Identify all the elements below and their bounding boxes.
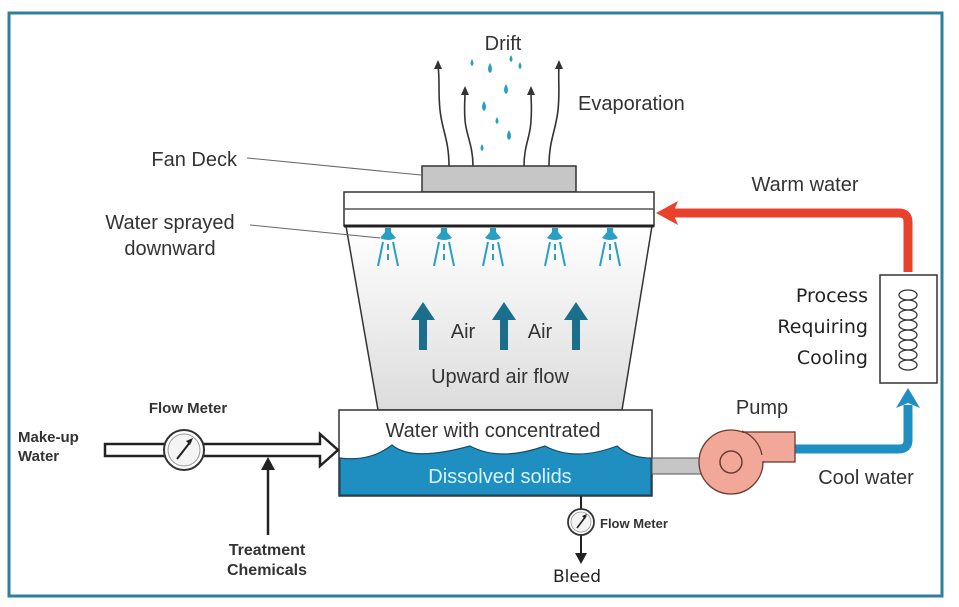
cool-water-arrowhead-icon xyxy=(896,388,920,408)
makeup-water-label-2: Water xyxy=(18,448,59,465)
water-sprayed-label-1: Water sprayed xyxy=(105,212,234,234)
warm-water-label: Warm water xyxy=(751,174,858,196)
arrowhead-icon xyxy=(555,60,563,69)
process-label-1: Process xyxy=(796,285,868,307)
warm-water-arrowhead-icon xyxy=(656,201,678,225)
treatment-label-1: Treatment xyxy=(229,542,306,559)
cool-water-label: Cool water xyxy=(818,467,914,489)
fan-deck-label: Fan Deck xyxy=(151,149,238,171)
pump-icon xyxy=(698,429,796,495)
droplet-icon xyxy=(507,130,511,140)
evaporation-label: Evaporation xyxy=(578,93,685,115)
spray-nozzle-icon xyxy=(599,228,621,267)
basin-label-bottom: Dissolved solids xyxy=(428,466,571,488)
drift-droplets xyxy=(470,55,522,151)
spray-nozzle-icon xyxy=(544,228,566,267)
suction-pipe xyxy=(651,457,703,475)
air-label-1: Air xyxy=(451,321,476,343)
arrowhead-icon xyxy=(434,60,442,69)
process-box xyxy=(879,274,938,384)
droplet-icon xyxy=(470,59,474,66)
evaporation-arrow xyxy=(548,65,560,167)
droplet-icon xyxy=(495,117,499,124)
droplet-icon xyxy=(509,55,513,62)
pump-label: Pump xyxy=(736,397,788,419)
makeup-water-label-1: Make-up xyxy=(18,429,79,446)
air-arrow-icon xyxy=(564,302,588,350)
bleed-flow-meter-gauge-icon xyxy=(567,508,595,536)
arrowhead-icon xyxy=(527,86,535,95)
evaporation-arrow xyxy=(437,65,450,167)
bleed-arrowhead-icon xyxy=(575,553,587,564)
droplet-icon xyxy=(488,63,492,73)
basin-label-top: Water with concentrated xyxy=(386,420,601,442)
spray-leader xyxy=(249,224,381,239)
diagram-frame xyxy=(7,11,944,598)
cool-water-pipe xyxy=(795,405,913,454)
spray-nozzles xyxy=(377,228,621,267)
fan-deck-leader xyxy=(246,157,422,176)
makeup-pipe xyxy=(103,431,340,469)
fan-deck xyxy=(421,165,577,193)
treatment-arrowhead-icon xyxy=(261,457,275,470)
arrowhead-icon xyxy=(461,86,469,95)
bleed-flow-meter-label: Flow Meter xyxy=(600,516,668,531)
process-label-2: Requiring xyxy=(777,316,868,338)
warm-water-pipe xyxy=(672,208,913,272)
treatment-label-2: Chemicals xyxy=(227,562,307,579)
process-label-3: Cooling xyxy=(797,347,868,369)
water-sprayed-label-2: downward xyxy=(124,238,215,260)
droplet-icon xyxy=(518,62,522,69)
flow-meter-gauge-icon xyxy=(163,429,205,471)
droplet-icon xyxy=(482,101,486,111)
makeup-flow-meter-label: Flow Meter xyxy=(149,400,228,417)
air-arrow-icon xyxy=(411,302,435,350)
air-arrows xyxy=(411,302,588,350)
drift-label: Drift xyxy=(485,33,522,55)
spray-nozzle-icon xyxy=(377,228,399,267)
droplet-icon xyxy=(504,84,508,94)
droplet-icon xyxy=(480,144,484,151)
evaporation-arrows xyxy=(437,65,560,167)
spray-nozzle-icon xyxy=(482,228,504,267)
air-arrow-icon xyxy=(492,302,516,350)
spray-nozzle-icon xyxy=(433,228,455,267)
bleed-label: Bleed xyxy=(553,567,601,587)
evaporation-arrow xyxy=(523,91,533,167)
air-label-2: Air xyxy=(528,321,553,343)
evaporation-arrow xyxy=(463,91,474,167)
basin-water xyxy=(339,444,652,496)
upward-air-flow-label: Upward air flow xyxy=(431,366,569,388)
coil-icon xyxy=(898,289,918,371)
